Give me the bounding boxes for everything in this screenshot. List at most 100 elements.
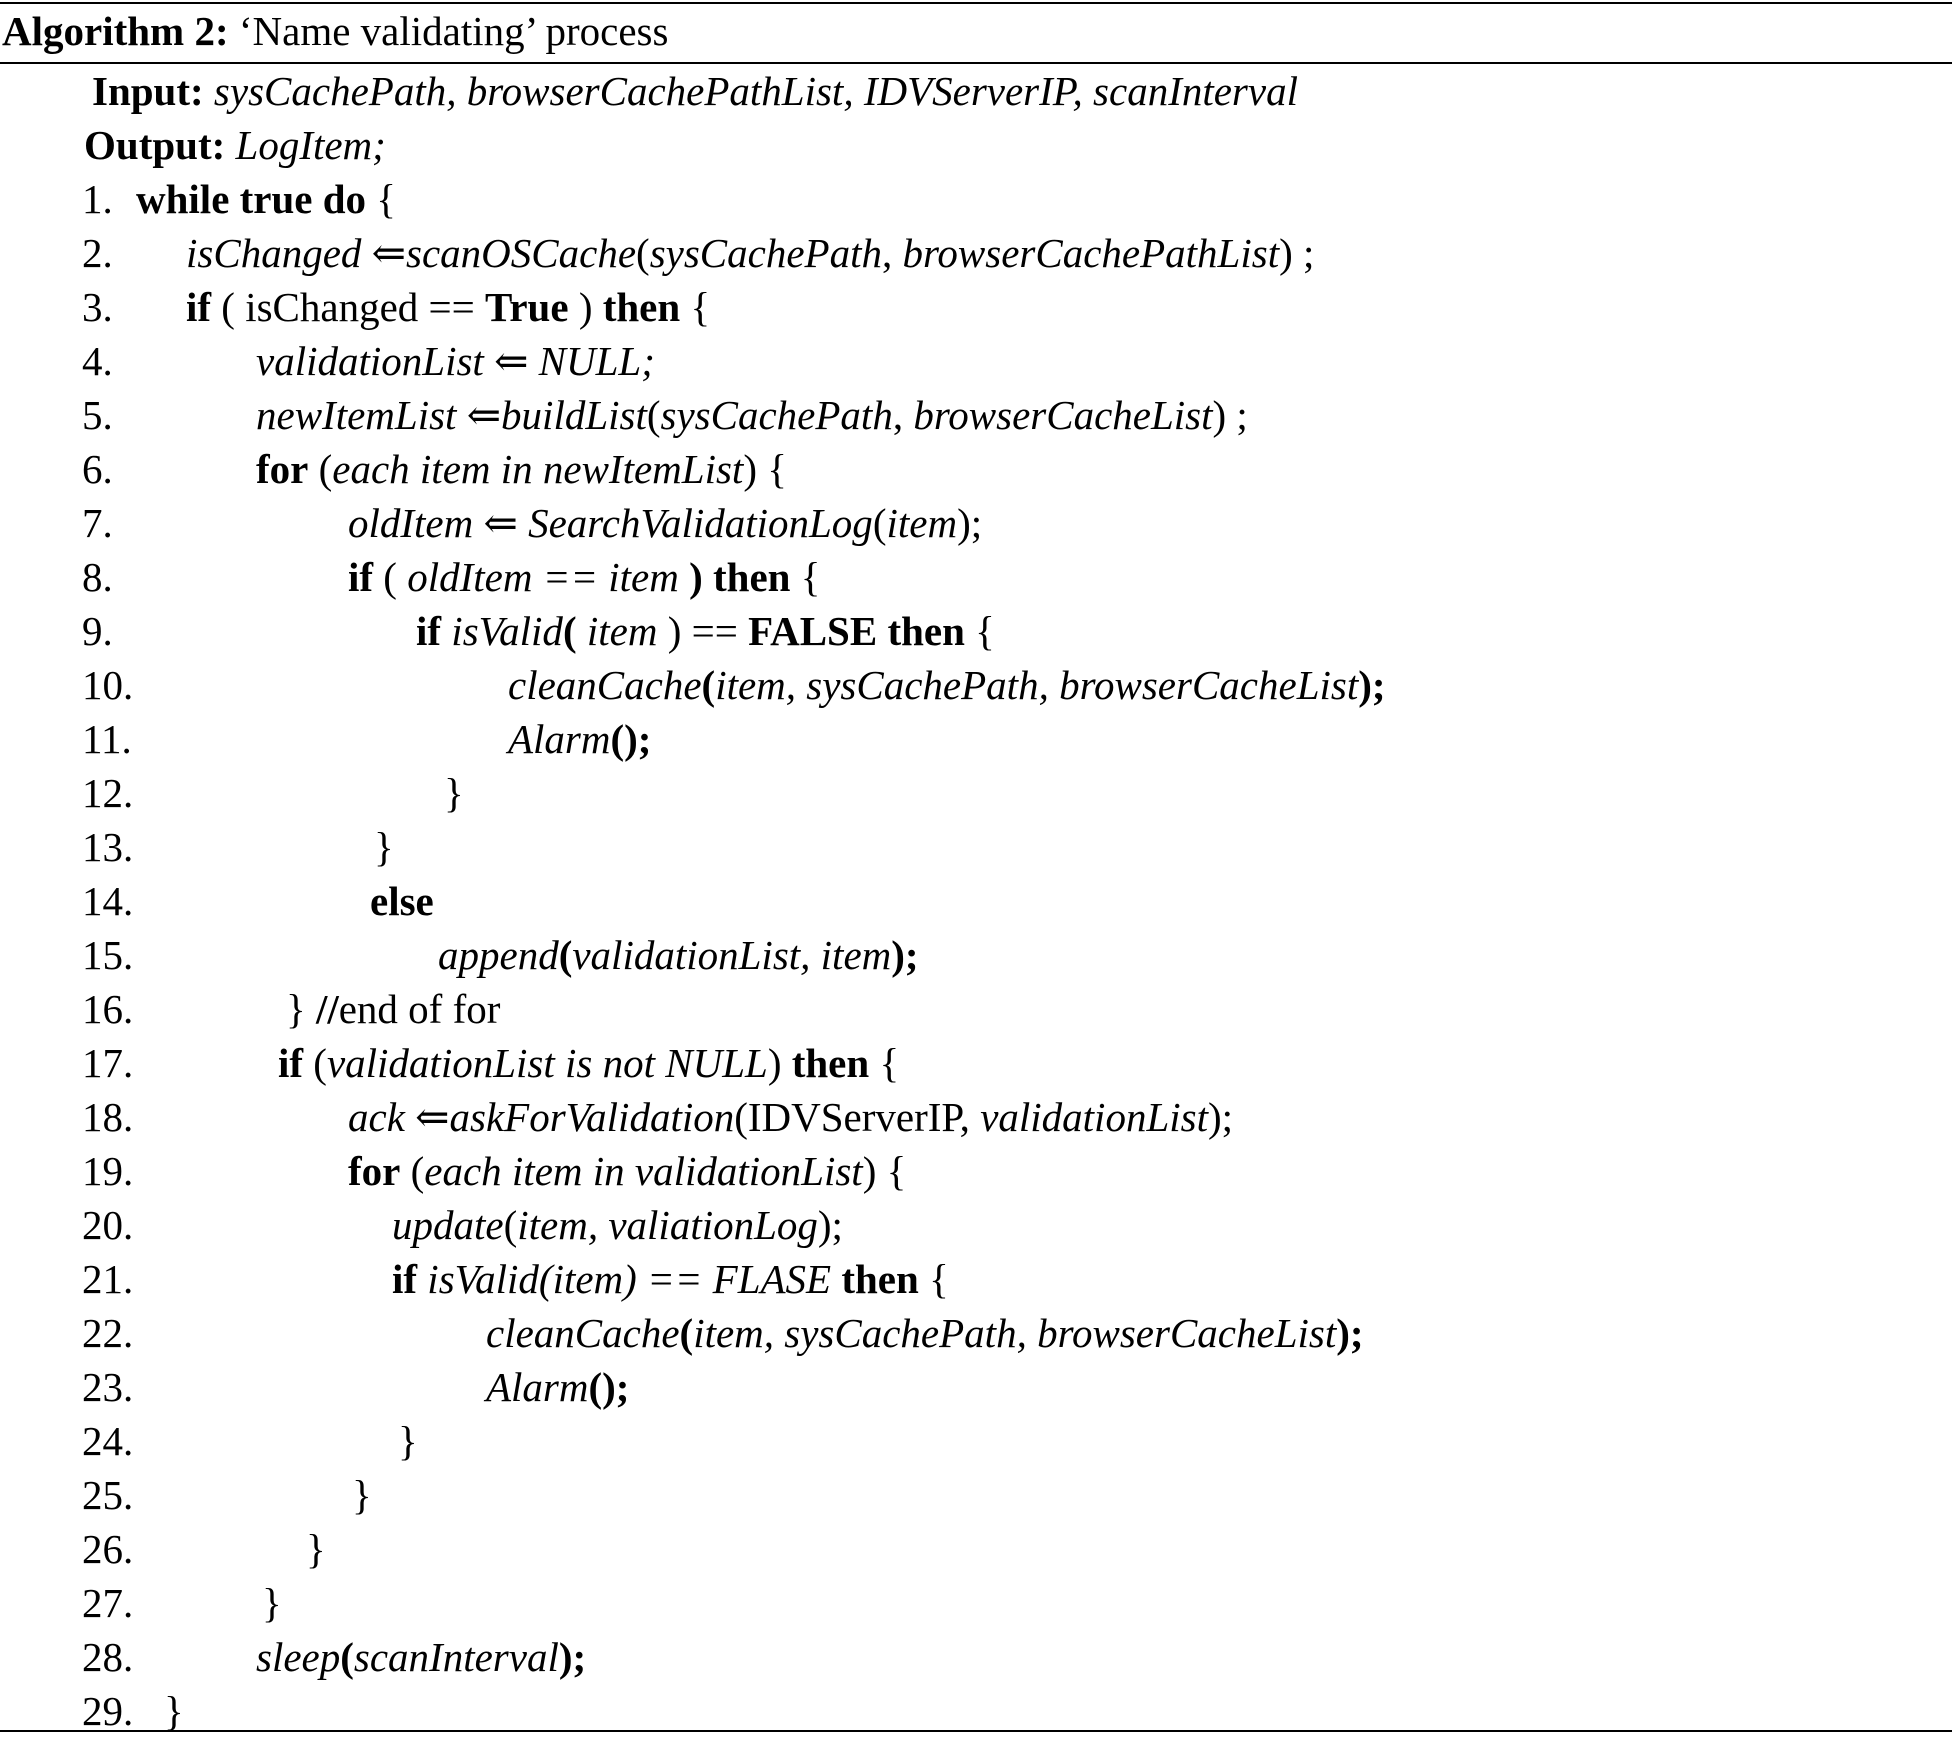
code-token: , [892, 392, 914, 438]
code-token: , [881, 230, 903, 276]
code-token: isValid(item) == FLASE [427, 1256, 832, 1302]
code-token: each item in newItemList [332, 446, 744, 492]
code-line: ack ⇐askForValidation(IDVServerIP, valid… [348, 1090, 1233, 1144]
input-value: sysCachePath, browserCachePathList, IDVS… [203, 68, 1298, 114]
code-line: Alarm(); [486, 1360, 629, 1414]
algorithm-title: ‘Name validating’ process [228, 8, 669, 54]
code-token: then [791, 1040, 870, 1086]
code-token [417, 1256, 427, 1302]
code-line: cleanCache(item, sysCachePath, browserCa… [508, 658, 1386, 712]
code-token: validationList [256, 338, 484, 384]
code-token: (); [588, 1364, 630, 1410]
code-token: for [256, 446, 309, 492]
code-token: ) ; [1212, 392, 1248, 438]
code-token: validationList [980, 1094, 1208, 1140]
line-number: 18. [82, 1094, 134, 1140]
line-number: 27. [82, 1580, 134, 1626]
code-token: } [444, 770, 464, 816]
code-line: update(item, valiationLog); [392, 1198, 843, 1252]
code-token: ); [1208, 1094, 1234, 1140]
code-token: newItemList [256, 392, 457, 438]
output-value: LogItem; [225, 122, 386, 168]
code-token: cleanCache [508, 662, 702, 708]
code-token: ) ; [1279, 230, 1315, 276]
code-token: ); [1358, 662, 1386, 708]
code-line: } //end of for [286, 982, 500, 1036]
code-token: each item in validationList [424, 1148, 863, 1194]
code-token: item, valiationLog [517, 1202, 818, 1248]
code-token: item, sysCachePath, browserCacheList [693, 1310, 1337, 1356]
code-token: end of for [338, 986, 501, 1032]
code-token: if [278, 1040, 304, 1086]
code-line: else [370, 874, 434, 928]
line-number: 22. [82, 1310, 134, 1356]
code-token: browserCacheList [913, 392, 1213, 438]
code-line: newItemList ⇐buildList(sysCachePath, bro… [256, 388, 1248, 442]
code-line: } [398, 1414, 418, 1468]
code-token: item, sysCachePath, browserCacheList [715, 662, 1359, 708]
line-number: 16. [82, 986, 134, 1032]
code-token: oldItem == item [407, 554, 679, 600]
bottom-rule [0, 1730, 1952, 1732]
code-token: buildList [501, 392, 647, 438]
line-number: 14. [82, 878, 134, 924]
code-token: then [831, 1256, 919, 1302]
code-line: if isValid(item) == FLASE then { [392, 1252, 949, 1306]
code-token: ack [348, 1094, 405, 1140]
code-token: } [374, 824, 394, 870]
line-number: 4. [82, 338, 113, 384]
line-number: 24. [82, 1418, 134, 1464]
code-token: if [392, 1256, 418, 1302]
code-token: sysCachePath [660, 392, 893, 438]
line-number: 13. [82, 824, 134, 870]
code-token: ( [679, 1310, 694, 1356]
code-token: item [886, 500, 958, 546]
code-token: ); [558, 1634, 587, 1680]
code-token: ( [872, 500, 887, 546]
code-token [441, 608, 451, 654]
code-token: ( [340, 1634, 354, 1680]
line-number: 7. [82, 500, 113, 546]
line-number: 21. [82, 1256, 134, 1302]
line-number: 8. [82, 554, 113, 600]
line-number: 20. [82, 1202, 134, 1248]
code-line: } [444, 766, 464, 820]
code-token: ); [957, 500, 983, 546]
code-token: if [416, 608, 442, 654]
line-number: 15. [82, 932, 134, 978]
code-token: (IDVServerIP, [734, 1094, 981, 1140]
code-token: ( [701, 662, 716, 708]
code-token: else [370, 878, 434, 924]
code-line: for (each item in newItemList) { [256, 442, 787, 496]
code-token: ( [373, 554, 408, 600]
code-token: if [348, 554, 374, 600]
code-token: while true do [136, 176, 367, 222]
top-rule [0, 2, 1952, 4]
code-token: isChanged [186, 230, 362, 276]
line-number: 9. [82, 608, 113, 654]
line-number: 3. [82, 284, 113, 330]
code-token: ( [303, 1040, 327, 1086]
code-token: { [964, 608, 995, 654]
code-token: browserCachePathList [902, 230, 1280, 276]
code-token: update [392, 1202, 504, 1248]
line-number: 23. [82, 1364, 134, 1410]
code-token: ( [308, 446, 333, 492]
code-token: ( [503, 1202, 518, 1248]
code-token: ) then [678, 554, 791, 600]
line-number: 19. [82, 1148, 134, 1194]
code-token: sleep [256, 1634, 341, 1680]
code-token: isValid [451, 608, 563, 654]
line-number: 28. [82, 1634, 134, 1680]
code-token: NULL; [538, 338, 655, 384]
code-token: oldItem [348, 500, 474, 546]
code-line: } [164, 1684, 184, 1738]
code-line: } [352, 1468, 372, 1522]
code-token: ⇐ [483, 338, 539, 384]
code-token: ) { [862, 1148, 907, 1194]
code-token: for [348, 1148, 401, 1194]
input-label: Input: [92, 68, 204, 114]
line-number: 2. [82, 230, 113, 276]
algorithm-label: Algorithm 2: [2, 8, 229, 54]
code-token: scanInterval [353, 1634, 559, 1680]
